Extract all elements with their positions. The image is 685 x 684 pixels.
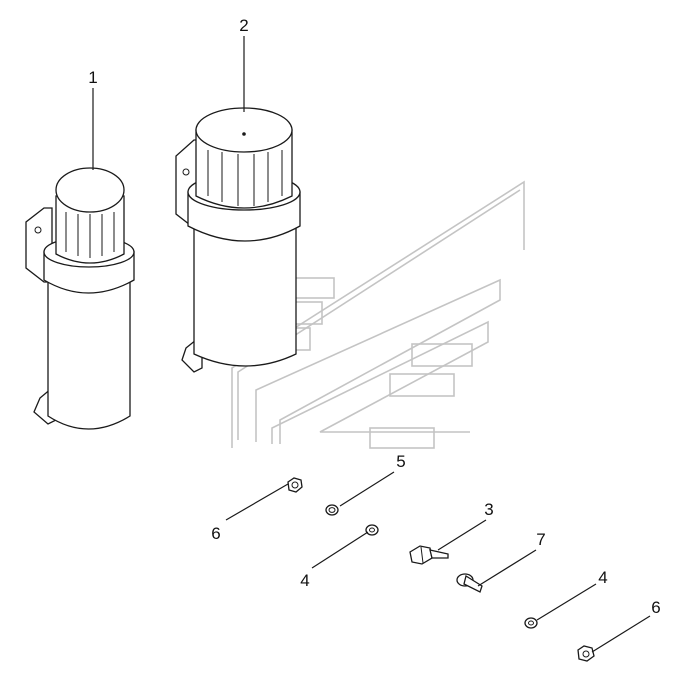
filter-canister-2 (175, 107, 301, 373)
callout-6-lower: 6 (651, 598, 660, 617)
callout-5: 5 (396, 452, 405, 471)
washer-4-lower (524, 617, 538, 629)
nut-6-upper (287, 477, 303, 493)
bolt-3 (409, 545, 449, 565)
callout-1: 1 (88, 68, 97, 87)
callout-4-lower: 4 (598, 568, 607, 587)
filter-canister-1 (25, 167, 135, 430)
callout-4-upper: 4 (300, 571, 309, 590)
lock-washer-5 (325, 504, 339, 516)
washer-4-upper (365, 524, 379, 536)
callout-7: 7 (536, 530, 545, 549)
pin-7 (456, 573, 483, 593)
callout-6-upper: 6 (211, 524, 220, 543)
callout-2: 2 (239, 16, 248, 35)
callout-3: 3 (484, 500, 493, 519)
leader-lines (92, 36, 651, 653)
nut-6-lower (577, 645, 595, 662)
